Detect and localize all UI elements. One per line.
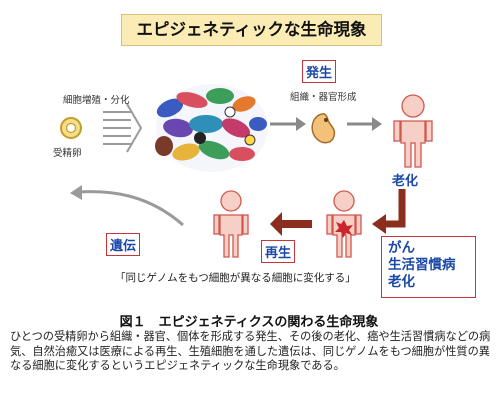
fertilized-egg-icon (60, 117, 82, 139)
heredity-arrow-icon (70, 185, 184, 227)
disease-cancer: がん (388, 240, 415, 256)
development-label: 発生 (302, 60, 337, 83)
quote-text: 「同じゲノムをもつ細胞が異なる細胞に変化する」 (115, 272, 356, 284)
regeneration-arrow-icon (270, 212, 312, 236)
disease-arrow-icon (372, 183, 406, 234)
figure-caption: ひとつの受精卵から組織・器官、個体を形成する発生、その後の老化、癌や生活習慣病な… (10, 330, 491, 372)
figure-title: 図１ エピジェネティクスの関わる生命現象 (119, 315, 379, 330)
organ-formation-label: 組織・器官形成 (290, 92, 357, 103)
tumor-icon (335, 220, 353, 238)
fertilized-egg-label: 受精卵 (53, 148, 82, 159)
aging-label: 老化 (392, 170, 419, 189)
regeneration-label: 再生 (261, 240, 296, 263)
proliferation-arrow-icon (103, 103, 143, 153)
arrow-to-adult-icon (347, 117, 382, 131)
disease-lifestyle: 生活習慣病 (388, 257, 456, 273)
healed-person-icon (213, 190, 249, 258)
diagram-title: エピジェネティックな生命現象 (121, 14, 382, 46)
adult-person-icon (393, 94, 433, 168)
arrow-to-embryo-icon (270, 117, 306, 131)
cell-cluster-icon (155, 84, 268, 172)
disease-box: がん 生活習慣病 老化 (381, 236, 476, 298)
disease-aging: 老化 (388, 274, 415, 290)
proliferation-label: 細胞増殖・分化 (63, 95, 130, 106)
heredity-label: 遺伝 (106, 233, 141, 256)
embryo-icon (311, 113, 336, 144)
